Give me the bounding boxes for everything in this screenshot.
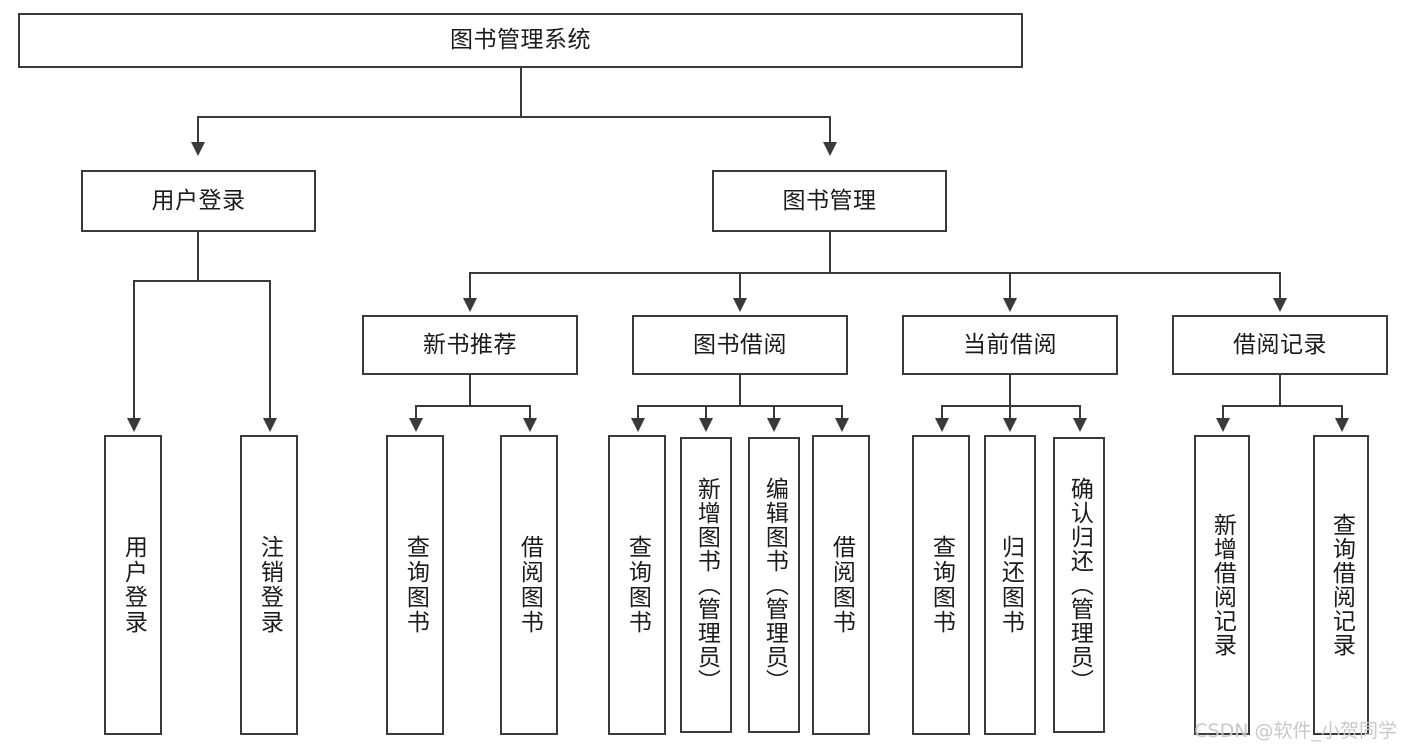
connector-drop-bb-add xyxy=(705,405,707,420)
connector-current-borrow-bus xyxy=(941,405,1081,407)
connector-drop-current-borrow xyxy=(1009,272,1011,300)
arrow-br-query xyxy=(1335,418,1349,432)
arrow-borrow-record xyxy=(1273,298,1287,312)
node-label: 图书管理系统 xyxy=(450,27,591,53)
node-leaf-logout[interactable]: 注销登录 xyxy=(240,435,298,735)
connector-current-borrow-stem xyxy=(1009,375,1011,405)
node-leaf-nb-query-book[interactable]: 查询图书 xyxy=(386,435,444,735)
arrow-bb-query xyxy=(631,418,645,432)
node-label: 图书借阅 xyxy=(693,331,787,358)
arrow-current-borrow xyxy=(1003,298,1017,312)
connector-drop-nb-query xyxy=(415,405,417,420)
arrow-leaf-logout xyxy=(263,418,277,432)
node-label: 借阅图书 xyxy=(828,535,855,635)
node-label: 编辑图书（管理员） xyxy=(761,477,788,693)
connector-drop-book-manage xyxy=(829,116,831,144)
node-label: 新增借阅记录 xyxy=(1209,513,1236,657)
node-label: 当前借阅 xyxy=(963,331,1057,358)
arrow-bb-lend xyxy=(835,418,849,432)
csdn-watermark: CSDN @软件_小贺同学 xyxy=(1194,720,1397,742)
arrow-bb-add xyxy=(699,418,713,432)
connector-drop-cb-query xyxy=(941,405,943,420)
node-label: 借阅图书 xyxy=(516,535,543,635)
arrow-br-add xyxy=(1216,418,1230,432)
node-label: 查询图书 xyxy=(402,535,429,635)
node-label: 确认归还（管理员） xyxy=(1066,477,1093,693)
connector-drop-user-login xyxy=(197,116,199,144)
connector-drop-book-borrow xyxy=(739,272,741,300)
connector-drop-leaf-user-login xyxy=(133,280,135,420)
node-label: 查询借阅记录 xyxy=(1328,513,1355,657)
arrow-leaf-user-login xyxy=(127,418,141,432)
node-label: 查询图书 xyxy=(928,535,955,635)
connector-book-borrow-bus xyxy=(637,405,843,407)
node-leaf-br-add-record[interactable]: 新增借阅记录 xyxy=(1194,435,1250,735)
node-user-login[interactable]: 用户登录 xyxy=(81,170,316,232)
connector-borrow-record-stem xyxy=(1279,375,1281,405)
connector-book-manage-stem xyxy=(829,232,831,272)
node-leaf-nb-borrow-book[interactable]: 借阅图书 xyxy=(500,435,558,735)
connector-drop-cb-confirm xyxy=(1079,405,1081,420)
connector-drop-leaf-logout xyxy=(269,280,271,420)
node-label: 用户登录 xyxy=(151,187,246,214)
connector-drop-bb-lend xyxy=(841,405,843,420)
connector-new-book-stem xyxy=(469,375,471,405)
node-root-book-management-system[interactable]: 图书管理系统 xyxy=(18,13,1023,68)
connector-drop-br-query xyxy=(1341,405,1343,420)
connector-level3-bus xyxy=(469,272,1281,274)
node-label: 新增图书（管理员） xyxy=(693,477,720,693)
arrow-new-book xyxy=(463,298,477,312)
arrow-user-login xyxy=(191,142,205,156)
node-label: 图书管理 xyxy=(782,187,877,214)
connector-drop-new-book xyxy=(469,272,471,300)
connector-drop-cb-return xyxy=(1009,405,1011,420)
connector-user-login-bus xyxy=(133,280,269,282)
node-leaf-bb-add-book-admin[interactable]: 新增图书（管理员） xyxy=(680,437,732,733)
node-label: 用户登录 xyxy=(120,535,147,635)
connector-drop-bb-edit xyxy=(773,405,775,420)
connector-borrow-record-bus xyxy=(1222,405,1341,407)
connector-level2-bus xyxy=(197,116,831,118)
node-book-borrow[interactable]: 图书借阅 xyxy=(632,315,848,375)
node-leaf-br-query-record[interactable]: 查询借阅记录 xyxy=(1313,435,1369,735)
node-current-borrow[interactable]: 当前借阅 xyxy=(902,315,1118,375)
node-leaf-bb-lend-book[interactable]: 借阅图书 xyxy=(812,435,870,735)
node-leaf-cb-return-book[interactable]: 归还图书 xyxy=(984,435,1036,735)
node-new-book-recommend[interactable]: 新书推荐 xyxy=(362,315,578,375)
connector-user-login-stem xyxy=(197,232,199,280)
connector-book-borrow-stem xyxy=(739,375,741,405)
connector-drop-bb-query xyxy=(637,405,639,420)
node-borrow-record[interactable]: 借阅记录 xyxy=(1172,315,1388,375)
node-label: 归还图书 xyxy=(997,535,1024,635)
arrow-book-borrow xyxy=(733,298,747,312)
node-leaf-cb-query-book[interactable]: 查询图书 xyxy=(912,435,970,735)
node-leaf-bb-query-book[interactable]: 查询图书 xyxy=(608,435,666,735)
arrow-nb-query xyxy=(409,418,423,432)
arrow-book-manage xyxy=(823,142,837,156)
connector-drop-borrow-record xyxy=(1279,272,1281,300)
node-label: 注销登录 xyxy=(256,535,283,635)
arrow-cb-confirm xyxy=(1073,418,1087,432)
node-label: 查询图书 xyxy=(624,535,651,635)
node-leaf-user-login[interactable]: 用户登录 xyxy=(104,435,162,735)
node-leaf-cb-confirm-return-admin[interactable]: 确认归还（管理员） xyxy=(1053,437,1105,733)
arrow-nb-borrow xyxy=(523,418,537,432)
node-label: 新书推荐 xyxy=(423,331,517,358)
connector-new-book-bus xyxy=(415,405,531,407)
node-book-management[interactable]: 图书管理 xyxy=(712,170,947,232)
connector-drop-br-add xyxy=(1222,405,1224,420)
node-leaf-bb-edit-book-admin[interactable]: 编辑图书（管理员） xyxy=(748,437,800,733)
node-label: 借阅记录 xyxy=(1233,331,1327,358)
arrow-cb-query xyxy=(935,418,949,432)
arrow-cb-return xyxy=(1003,418,1017,432)
connector-drop-nb-borrow xyxy=(529,405,531,420)
arrow-bb-edit xyxy=(767,418,781,432)
connector-root-stem xyxy=(520,68,522,116)
